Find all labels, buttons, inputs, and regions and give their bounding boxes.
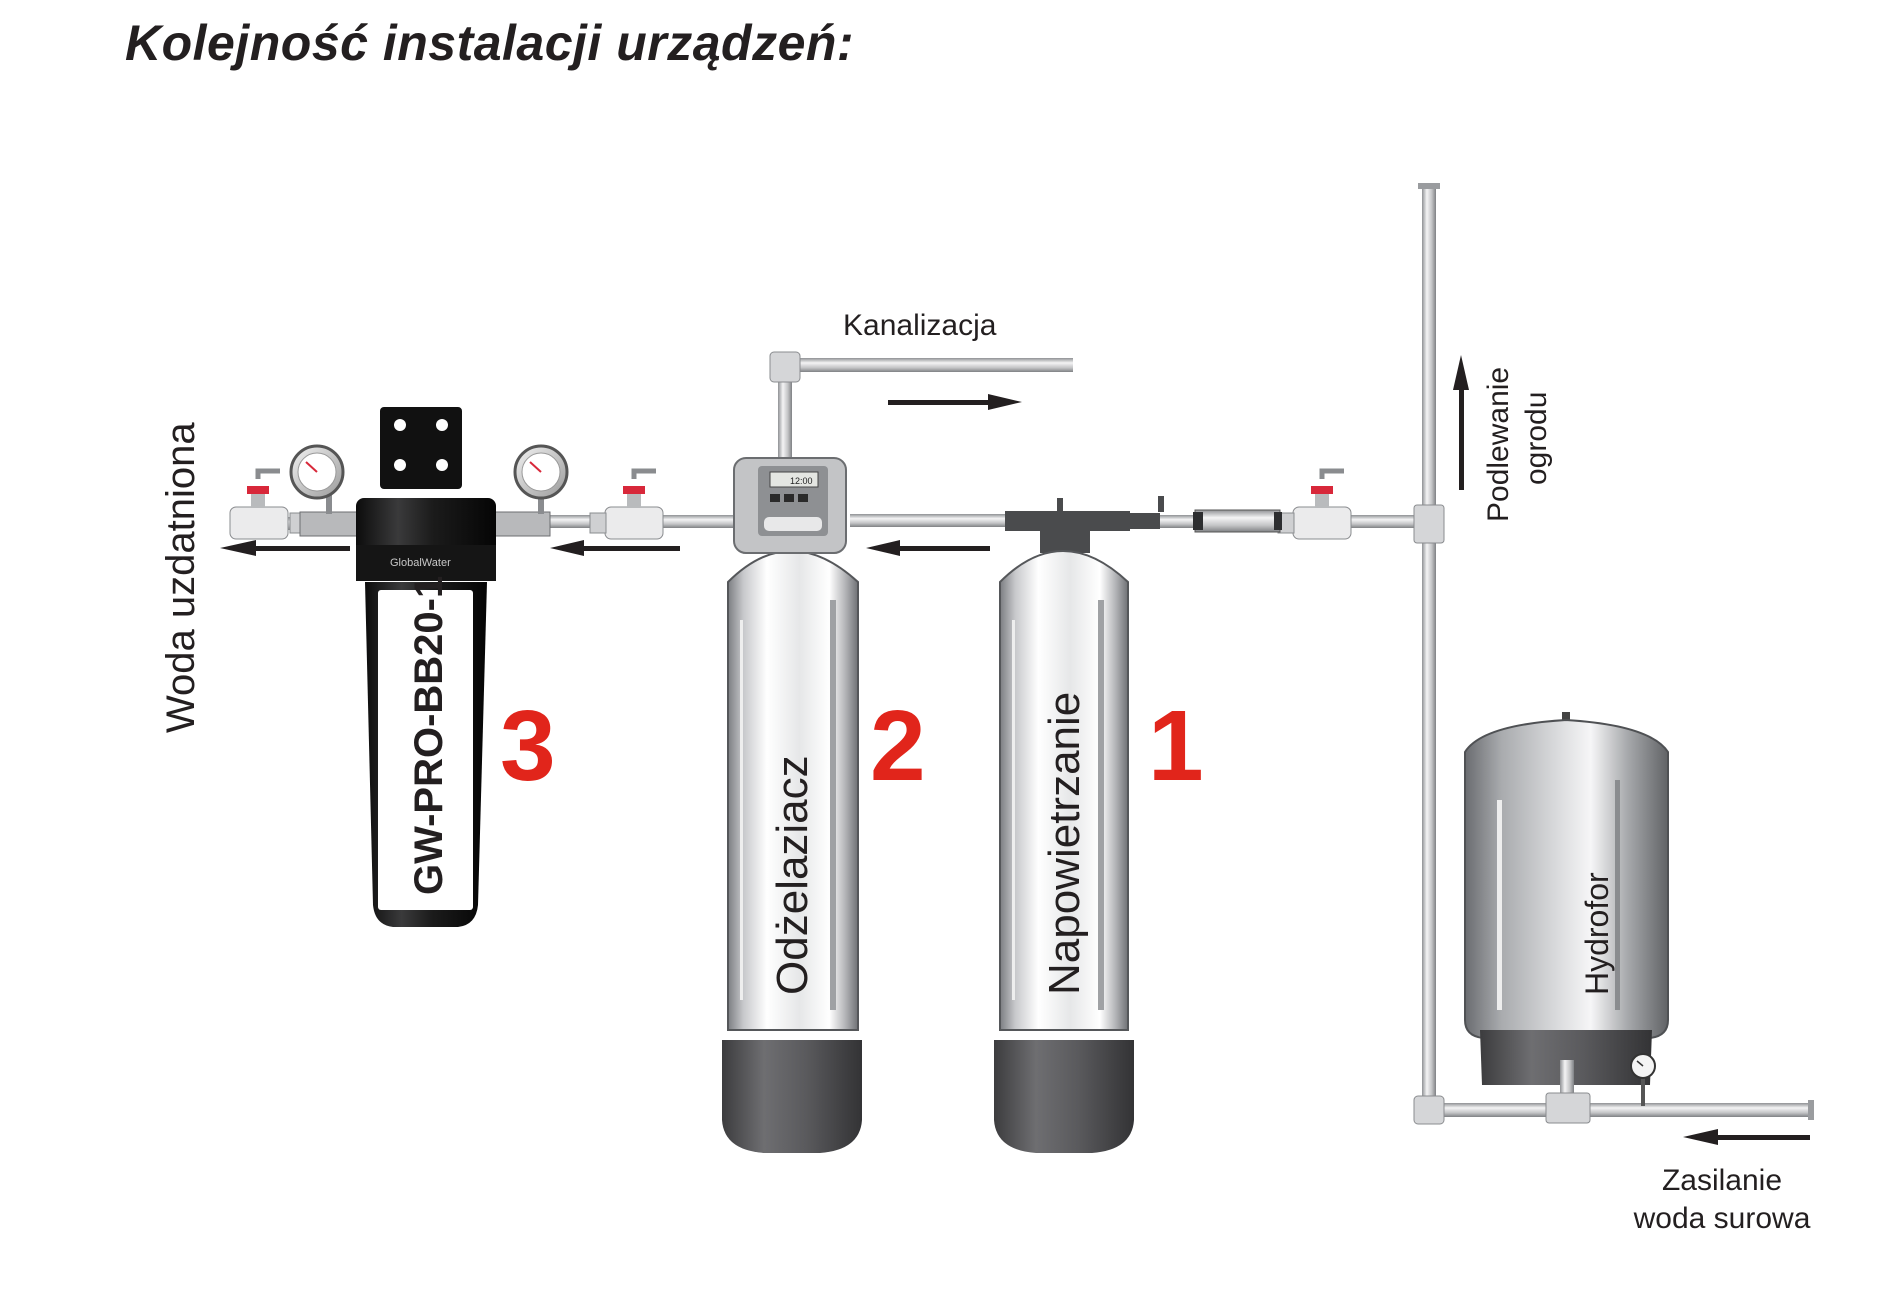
step-number-1: 1 [1148,690,1204,802]
aeration-head [1005,511,1130,531]
tank-base-1 [994,1040,1134,1153]
drain-pipe-horizontal [778,358,1073,372]
step-number-2: 2 [870,690,926,802]
filter-brand: GlobalWater [390,557,451,569]
valve-inlet[interactable] [1277,468,1352,540]
step-number-3: 3 [500,690,556,802]
page-title: Kolejność instalacji urządzeń: [125,15,855,71]
garden-riser-pipe [1422,185,1436,1115]
flow-arrows [220,355,1810,1145]
napowietrzanie-label: Napowietrzanie [1040,692,1089,995]
riser-tee [1413,504,1445,544]
iron-remover-tank: Odżelaziacz 12:00 [722,457,862,1153]
hydrofor-label: Hydrofor [1579,872,1615,995]
aeration-tank: Napowietrzanie [994,496,1282,1153]
arrow-supply-left [1683,1129,1810,1145]
filter-model-label: GW-PRO-BB20-1 [407,576,451,895]
arrow-into-softener [866,540,990,556]
woda-uzdatniona-label: Woda uzdatniona [159,422,203,733]
odzelaziacz-label: Odżelaziacz [768,755,817,995]
arrow-drain-right [888,394,1022,410]
ogrodu-label: ogrodu [1520,392,1553,485]
arrow-garden-up [1453,355,1469,490]
filter-bracket [380,407,462,489]
pipe-softener-to-aerator [850,514,1005,527]
arrow-outlet [220,540,350,556]
cartridge-filter: GlobalWater GW-PRO-BB20-1 [289,407,569,927]
filter-label-panel [378,590,473,910]
controller-display [769,471,819,488]
hydrophore-tank: Hydrofor [1464,712,1669,1124]
zasilanie-label: Zasilanie [1662,1164,1782,1197]
tank-base-2 [722,1040,862,1153]
kanalizacja-label: Kanalizacja [843,309,997,342]
woda-surowa-label: woda surowa [1633,1202,1811,1235]
drain-pipe-vertical [778,360,792,470]
podlewanie-label: Podlewanie [1482,367,1515,522]
arrow-into-filter [550,540,680,556]
valve-before-filter[interactable] [589,468,664,540]
supply-pipe [1422,1103,1812,1117]
svg-text:12:00: 12:00 [790,476,813,486]
